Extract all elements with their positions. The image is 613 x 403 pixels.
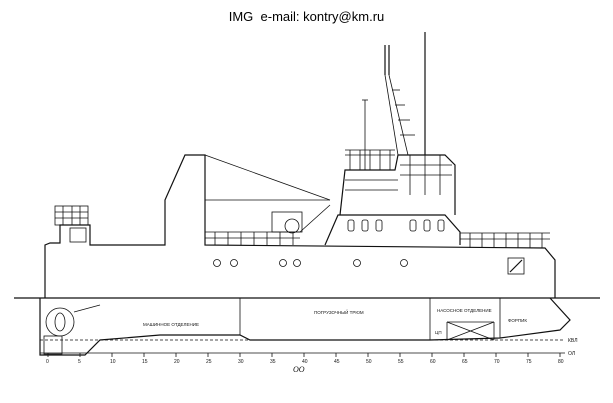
superstructure-rails bbox=[345, 149, 398, 191]
frame-tick-label: 75 bbox=[526, 359, 532, 365]
stern-rail-lines bbox=[55, 206, 88, 225]
frame-tick-label: 0 bbox=[46, 359, 49, 365]
frame-tick-label: 65 bbox=[462, 359, 468, 365]
superstructure-upper bbox=[339, 154, 456, 216]
superstructure-windows bbox=[347, 219, 445, 232]
anchor-emblem-mark bbox=[509, 259, 523, 273]
hold-label: ПОГРУЗОЧНЫЙ ТРЮМ bbox=[314, 308, 364, 315]
mid-deck-railing bbox=[205, 231, 300, 245]
frame-tick-label: 70 bbox=[494, 359, 500, 365]
stern-rail-box bbox=[54, 205, 89, 226]
frame-tick-label: 50 bbox=[366, 359, 372, 365]
winch-drum bbox=[284, 218, 300, 234]
bow-railing bbox=[460, 232, 550, 248]
hull-side bbox=[44, 154, 556, 298]
frame-scale: 0 5 10 15 20 25 30 35 40 45 50 55 60 65 70 75 80 bbox=[46, 353, 564, 365]
frame-tick-label: 45 bbox=[334, 359, 340, 365]
frame-tick-label: 25 bbox=[206, 359, 212, 365]
underwater-hull bbox=[39, 297, 571, 356]
header: IMG e-mail: kontry@km.ru bbox=[0, 9, 613, 24]
portholes bbox=[213, 259, 408, 267]
email-address[interactable]: kontry@km.ru bbox=[303, 9, 385, 24]
frame-tick-label: 30 bbox=[238, 359, 244, 365]
forepeak-label: ФОРПИК bbox=[508, 318, 527, 323]
crane-boom bbox=[204, 154, 331, 201]
bulkheads bbox=[239, 298, 501, 341]
frame-tick-label: 10 bbox=[110, 359, 116, 365]
small-compartment-label: ЦП bbox=[435, 330, 442, 335]
baseline-label: ОЛ bbox=[568, 351, 575, 357]
frame-tick-label: 35 bbox=[270, 359, 276, 365]
frame-tick-label: 60 bbox=[430, 359, 436, 365]
pump-room-label: НАСОСНОЕ ОТДЕЛЕНИЕ bbox=[437, 308, 492, 313]
waterline-upper-label: КВЛ bbox=[568, 338, 577, 344]
img-label: IMG bbox=[228, 9, 254, 24]
anchor-emblem bbox=[507, 257, 525, 275]
email-label: e-mail: bbox=[260, 9, 300, 24]
engine-room-label: МАШИННОЕ ОТДЕЛЕНИЕ bbox=[143, 322, 199, 327]
frame-tick-label: 5 bbox=[78, 359, 81, 365]
winch-support bbox=[299, 204, 331, 233]
frame-tick-label: 15 bbox=[142, 359, 148, 365]
stern-box bbox=[69, 227, 87, 243]
frame-tick-label: 20 bbox=[174, 359, 180, 365]
propeller-rudder bbox=[43, 304, 101, 355]
frame-tick-label: 55 bbox=[398, 359, 404, 365]
frame-tick-label: 80 bbox=[558, 359, 564, 365]
winch-housing bbox=[271, 211, 303, 233]
superstructure-lower bbox=[324, 214, 461, 246]
wheelhouse-windows bbox=[400, 155, 452, 195]
mast bbox=[362, 32, 426, 170]
midship-mark: ОО bbox=[293, 365, 305, 374]
frame-tick-label: 40 bbox=[302, 359, 308, 365]
